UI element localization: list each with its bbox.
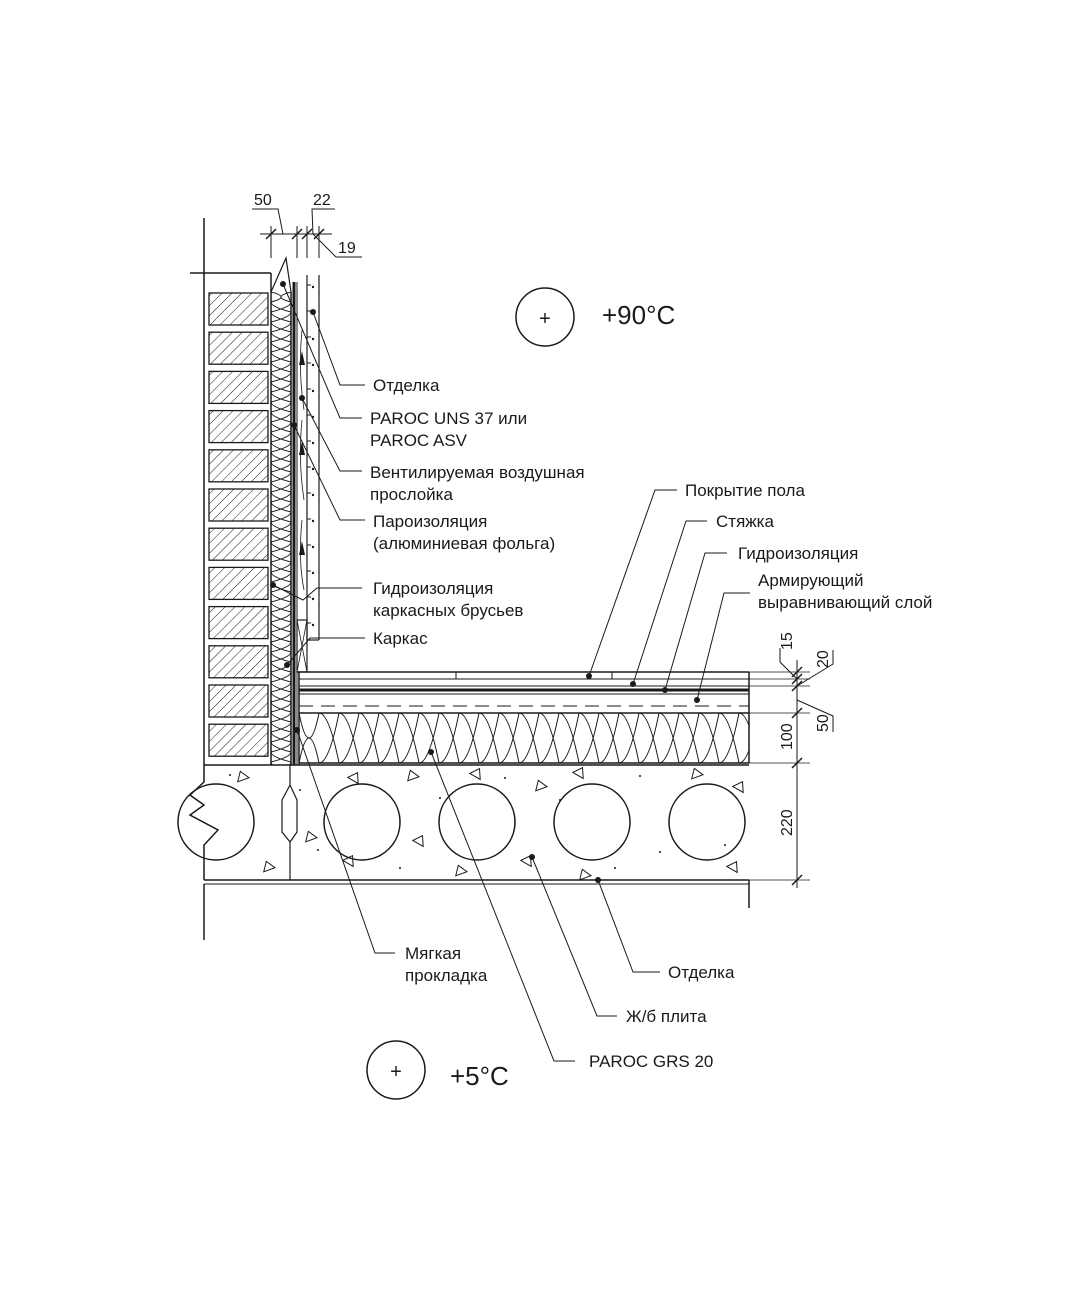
floor-labels: Покрытие пола Стяжка Гидроизоляция Армир… xyxy=(685,481,932,612)
label-paroc-uns-1: PAROC UNS 37 или xyxy=(370,409,527,428)
label-soft-pad-2: прокладка xyxy=(405,966,488,985)
frame-timber xyxy=(296,619,308,673)
label-slab: Ж/б плита xyxy=(626,1007,707,1026)
label-vapor-2: (алюминиевая фольга) xyxy=(373,534,555,553)
label-waterproofing: Гидроизоляция xyxy=(738,544,858,563)
dim-20: 20 xyxy=(815,650,832,668)
ventilated-air-gap-arrows xyxy=(299,329,305,591)
dim-15: 15 xyxy=(779,632,796,650)
bottom-labels: Мягкая прокладка Отделка Ж/б плита PAROC… xyxy=(405,944,735,1071)
brick xyxy=(208,684,269,718)
label-frame-waterproof-1: Гидроизоляция xyxy=(373,579,493,598)
label-ventilated-2: прослойка xyxy=(370,485,453,504)
dim-50-top: 50 xyxy=(254,192,272,209)
dim-19: 19 xyxy=(338,240,356,257)
dim-22: 22 xyxy=(313,192,331,209)
brick xyxy=(208,409,269,444)
wall-finish-lining xyxy=(306,275,320,641)
label-reinforcing-2: выравнивающий слой xyxy=(758,593,932,612)
dimension-texts: 50 22 19 15 20 50 100 220 xyxy=(254,192,832,836)
brick xyxy=(208,292,269,326)
floor-insulation-paroc-grs xyxy=(299,713,749,764)
brick xyxy=(208,566,269,601)
outside-temperature: +5°C xyxy=(450,1061,509,1091)
brick xyxy=(208,370,269,405)
wall-insulation-paroc-uns xyxy=(270,255,292,765)
brick xyxy=(208,723,269,757)
label-paroc-grs: PAROC GRS 20 xyxy=(589,1052,713,1071)
floor-layers xyxy=(297,671,750,765)
dim-220: 220 xyxy=(779,809,796,836)
slab-core xyxy=(177,783,255,861)
inside-temperature: +90°C xyxy=(602,300,675,330)
label-frame-waterproof-2: каркасных брусьев xyxy=(373,601,523,620)
brick xyxy=(208,488,269,522)
brick-wall xyxy=(190,218,272,765)
label-frame: Каркас xyxy=(373,629,428,648)
vapor-barrier-foil xyxy=(292,282,298,765)
leader-dots xyxy=(270,281,700,883)
label-ventilated-1: Вентилируемая воздушная xyxy=(370,463,585,482)
brick xyxy=(208,527,269,561)
label-finish-ceiling: Отделка xyxy=(668,963,735,982)
brick xyxy=(208,449,269,483)
plus-symbol-outside: + xyxy=(390,1061,402,1083)
label-soft-pad-1: Мягкая xyxy=(405,944,461,963)
wall-labels: Отделка PAROC UNS 37 или PAROC ASV Венти… xyxy=(370,376,585,648)
dim-50-right: 50 xyxy=(815,714,832,732)
inside-temperature-marker: + +90°C xyxy=(515,287,675,347)
label-screed: Стяжка xyxy=(716,512,774,531)
label-reinforcing-1: Армирующий xyxy=(758,571,863,590)
dim-100: 100 xyxy=(779,723,796,750)
label-finish-wall: Отделка xyxy=(373,376,440,395)
dimension-lines xyxy=(252,208,834,888)
hollow-core-slab xyxy=(177,764,750,940)
label-vapor-1: Пароизоляция xyxy=(373,512,487,531)
leader-lines xyxy=(272,283,750,1062)
slab-core xyxy=(553,783,631,861)
slab-core xyxy=(668,783,746,861)
brick xyxy=(208,605,269,640)
outside-temperature-marker: + +5°C xyxy=(366,1040,509,1100)
slab-core xyxy=(323,783,401,861)
label-paroc-uns-2: PAROC ASV xyxy=(370,431,468,450)
label-floor-covering: Покрытие пола xyxy=(685,481,805,500)
brick xyxy=(208,331,269,365)
plus-symbol-inside: + xyxy=(539,308,551,330)
brick xyxy=(208,645,269,679)
slab-core xyxy=(438,783,516,861)
